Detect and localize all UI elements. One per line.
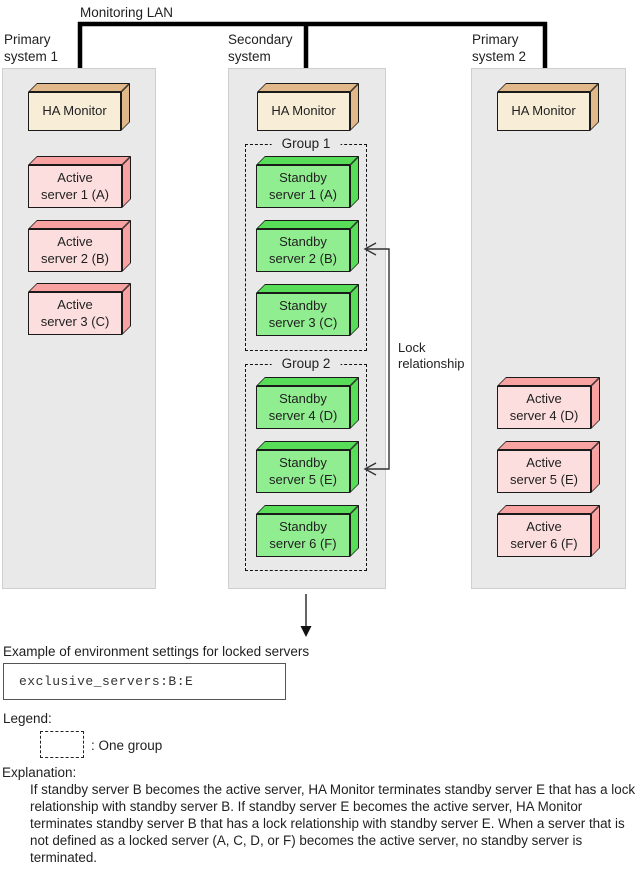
box-side-face (591, 505, 600, 557)
server-label-line2: server 3 (C) (268, 314, 338, 330)
box-top-face (256, 505, 359, 514)
server-label-line2: server 2 (B) (269, 250, 337, 266)
server-label-line2: server 4 (D) (268, 407, 338, 423)
server-label-line2: server 4 (D) (509, 407, 579, 423)
lock-label-line1: Lock (398, 340, 426, 355)
server-label-line1: Active (526, 391, 562, 406)
ha-monitor-label: HA Monitor (271, 103, 336, 119)
box-top-face (497, 505, 600, 514)
primary-system-2-line2: system 2 (472, 49, 527, 64)
ha-monitor-label: HA Monitor (511, 103, 576, 119)
example-caption: Example of environment settings for lock… (3, 644, 310, 659)
server-label-line1: Standby (279, 298, 327, 313)
explanation-text: If standby server B becomes the active s… (30, 782, 636, 865)
explanation-label: Explanation: (2, 765, 77, 780)
primary-system-1-line2: system 1 (4, 49, 59, 64)
server-label-line1: Active (526, 455, 562, 470)
box-top-face (256, 377, 359, 386)
box-top-face (256, 284, 359, 293)
box-side-face (122, 283, 131, 335)
box-top-face (256, 220, 359, 229)
secondary-system-line1: Secondary (228, 32, 293, 47)
down-arrow-head (300, 626, 312, 637)
monitoring-lan-label: Monitoring LAN (80, 5, 174, 20)
box-side-face (591, 377, 600, 429)
server-label-line2: server 6 (F) (269, 535, 337, 551)
primary-system-2-label: Primary system 2 (472, 31, 526, 65)
box-side-face (350, 284, 359, 336)
server-label-line1: Active (526, 519, 562, 534)
box-front-face: HA Monitor (497, 92, 590, 131)
legend-group-symbol (40, 731, 84, 758)
box-front-face: HA Monitor (28, 92, 121, 131)
primary-system-1-line1: Primary (4, 32, 51, 47)
server-label-line1: Active (57, 170, 93, 185)
server-label-line1: Standby (279, 455, 327, 470)
box-side-face (122, 220, 131, 272)
server-label-line2: server 1 (A) (41, 186, 109, 202)
ha-monitor-label: HA Monitor (42, 103, 107, 119)
server-label-line1: Standby (279, 170, 327, 185)
box-top-face (28, 156, 131, 165)
box-top-face (497, 83, 599, 92)
box-top-face (257, 83, 359, 92)
legend-label: Legend: (3, 711, 52, 726)
secondary-system-line2: system (228, 49, 271, 64)
box-front-face: HA Monitor (257, 92, 350, 131)
group-1-label: Group 1 (271, 136, 341, 151)
box-side-face (350, 505, 359, 557)
box-top-face (28, 220, 131, 229)
box-top-face (497, 377, 600, 386)
server-label-line2: server 5 (E) (269, 471, 337, 487)
primary-system-1-label: Primary system 1 (4, 31, 58, 65)
server-label-line2: server 6 (F) (510, 535, 578, 551)
primary-system-2-line1: Primary (472, 32, 519, 47)
legend-item-text: : One group (91, 738, 163, 753)
group-2-label: Group 2 (271, 356, 341, 371)
server-label-line2: server 1 (A) (269, 186, 337, 202)
code-box: exclusive_servers:B:E (3, 663, 286, 700)
box-top-face (28, 283, 131, 292)
server-label-line2: server 5 (E) (510, 471, 578, 487)
box-top-face (256, 156, 359, 165)
box-side-face (350, 220, 359, 272)
box-side-face (122, 156, 131, 208)
secondary-system-label: Secondary system (228, 31, 293, 65)
box-side-face (350, 377, 359, 429)
code-text: exclusive_servers:B:E (19, 674, 194, 689)
server-label-line1: Standby (279, 519, 327, 534)
box-top-face (28, 83, 130, 92)
server-label-line1: Active (57, 234, 93, 249)
server-label-line1: Standby (279, 234, 327, 249)
server-label-line2: server 3 (C) (40, 313, 110, 329)
lock-label-line2: relationship (398, 356, 465, 371)
server-label-line2: server 2 (B) (41, 250, 109, 266)
box-side-face (350, 156, 359, 208)
box-side-face (350, 441, 359, 493)
primary-system-2-panel (471, 68, 626, 589)
box-top-face (256, 441, 359, 450)
server-label-line1: Standby (279, 391, 327, 406)
box-top-face (497, 441, 600, 450)
box-side-face (591, 441, 600, 493)
server-label-line1: Active (57, 297, 93, 312)
